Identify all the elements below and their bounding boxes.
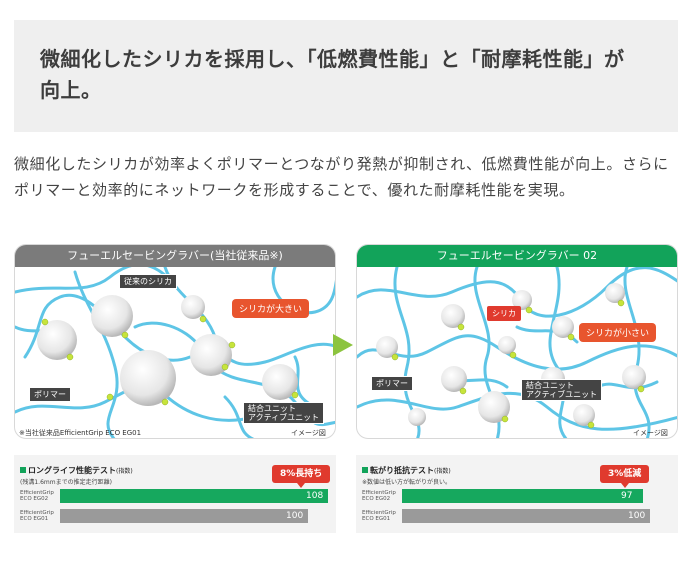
panel-new-rubber: フューエルセービングラバー 02: [356, 244, 678, 439]
diagram-conventional: [15, 267, 335, 438]
longlife-test-subtitle: (残溝1.6mmまでの推定走行距離): [20, 479, 112, 486]
bar-eg01-longlife: 100: [60, 509, 308, 523]
arrow-right-icon: [333, 334, 353, 356]
footnote-conventional: ※当社従来品EfficientGrip ECO EG01: [19, 429, 142, 437]
label-active-unit-left: アクティブユニット: [248, 413, 320, 422]
label-conventional-silica: 従来のシリカ: [119, 274, 177, 289]
hero-title: 微細化したシリカを採用し、「低燃費性能」と「耐摩耗性能」が向上。: [40, 47, 625, 102]
callout-large-silica: シリカが大きい: [232, 299, 310, 318]
label-fine-silica: シリカ: [487, 306, 521, 321]
row-label-eg02-left: EfficientGrip ECO EG02: [20, 490, 54, 502]
row-label-eg01-right: EfficientGrip ECO EG01: [362, 510, 396, 522]
panel-conventional-header: フューエルセービングラバー(当社従来品※): [15, 245, 335, 267]
longlife-test-title: ロングライフ性能テスト(指数): [20, 465, 133, 476]
label-active-unit-right: アクティブユニット: [526, 390, 598, 399]
bar-value-eg02-longlife: 108: [306, 491, 324, 501]
active-units: [41, 315, 299, 406]
diagram-new-rubber: [357, 267, 677, 438]
row-label-eg02-right: EfficientGrip ECO EG02: [362, 490, 396, 502]
longlife-badge: 8%長持ち: [272, 465, 331, 488]
active-units-right: [391, 299, 645, 429]
bar-eg02-longlife: 108: [60, 489, 328, 503]
row-label-eg01-left: EfficientGrip ECO EG01: [20, 510, 54, 522]
label-binding-unit-right: 結合ユニット: [526, 381, 574, 390]
bar-value-eg01-longlife: 100: [286, 511, 304, 521]
image-note-left: イメージ図: [291, 429, 326, 437]
hero-banner: 微細化したシリカを採用し、「低燃費性能」と「耐摩耗性能」が向上。: [14, 20, 678, 132]
label-units-right: 結合ユニットアクティブユニット: [521, 379, 603, 401]
panel-conventional: フューエルセービングラバー(当社従来品※): [14, 244, 336, 439]
bar-value-eg01-rolling: 100: [628, 511, 646, 521]
image-note-right: イメージ図: [633, 429, 668, 437]
rolling-badge: 3%低減: [600, 465, 650, 488]
rolling-resistance-test-chart: 転がり抵抗テスト(指数) ※数値は低い方が転がりが良い。 3%低減 Effici…: [356, 455, 678, 533]
label-units-left: 結合ユニットアクティブユニット: [243, 402, 325, 424]
longlife-test-chart: ロングライフ性能テスト(指数) (残溝1.6mmまでの推定走行距離) 8%長持ち…: [14, 455, 336, 533]
callout-small-silica: シリカが小さい: [579, 323, 657, 342]
rolling-test-title: 転がり抵抗テスト(指数): [362, 465, 451, 476]
silica-particles: [37, 295, 298, 406]
rolling-test-subtitle: ※数値は低い方が転がりが良い。: [362, 479, 452, 486]
bar-eg02-rolling: 97: [402, 489, 643, 503]
label-polymer-right: ポリマー: [371, 376, 413, 391]
bar-value-eg02-rolling: 97: [621, 491, 633, 501]
description-text: 微細化したシリカが効率よくポリマーとつながり発熱が抑制され、低燃費性能が向上。さ…: [14, 155, 669, 199]
bar-eg01-rolling: 100: [402, 509, 650, 523]
label-polymer-left: ポリマー: [29, 387, 71, 402]
label-binding-unit-left: 結合ユニット: [248, 404, 296, 413]
panel-new-rubber-header: フューエルセービングラバー 02: [357, 245, 677, 267]
